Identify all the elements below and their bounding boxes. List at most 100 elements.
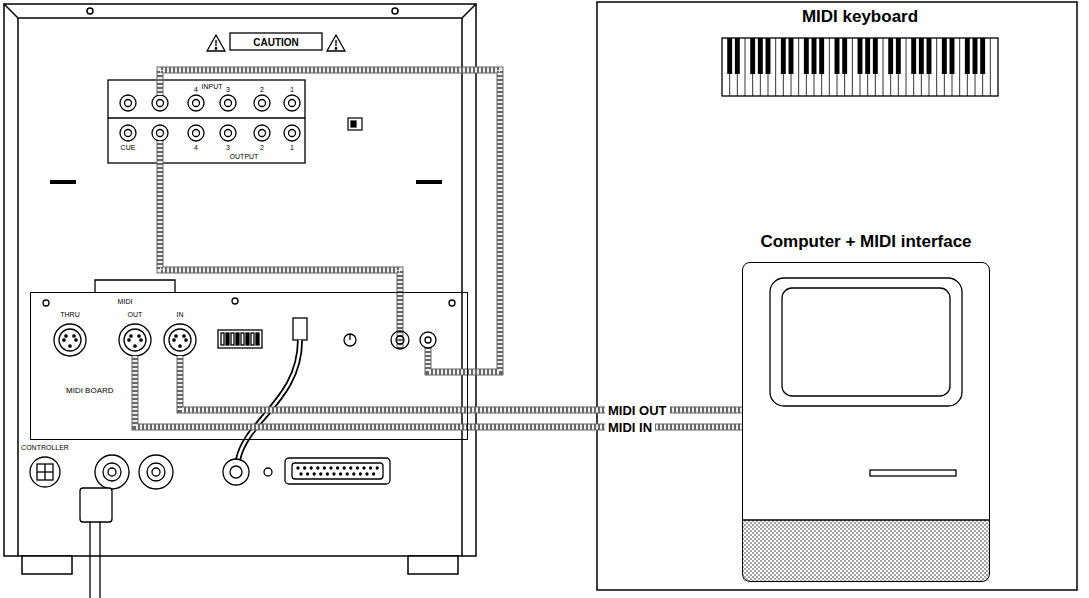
computer-box: Computer + MIDI interface	[742, 262, 990, 582]
drawing-stroke	[461, 18, 463, 556]
drawing-stroke	[220, 95, 236, 111]
drawing-stroke	[160, 70, 500, 372]
drawing-stroke	[22, 556, 72, 574]
drawing-stroke	[30, 457, 60, 487]
drawing-stroke	[108, 468, 116, 476]
drawing-stroke	[37, 464, 53, 480]
drawing-stroke	[330, 467, 332, 469]
drawing-stroke	[896, 38, 901, 74]
power-cord	[80, 488, 112, 598]
drawing-stroke	[310, 467, 312, 469]
drawing-stroke	[188, 125, 204, 141]
drawing-stroke	[323, 467, 325, 469]
drawing-stroke	[89, 522, 90, 598]
port-name: MIDI OUT	[605, 403, 670, 418]
loop-cables	[160, 70, 500, 372]
drawing-stroke	[173, 339, 175, 341]
equipment-frame	[597, 2, 1077, 590]
drawing-stroke	[858, 38, 863, 74]
drawing-stroke	[335, 48, 337, 50]
drawing-stroke	[50, 180, 76, 184]
drawing-stroke	[152, 468, 160, 476]
drawing-stroke	[911, 38, 916, 74]
drawing-stroke	[69, 345, 71, 347]
jack-number: 3	[226, 86, 230, 94]
drawing-stroke	[349, 334, 350, 340]
drawing-stroke	[164, 324, 196, 356]
drawing-stroke	[175, 335, 177, 337]
board-label: MIDI BOARD	[66, 386, 114, 395]
drawing-stroke	[183, 335, 185, 337]
drawing-stroke	[804, 38, 809, 74]
drawing-stroke	[307, 473, 309, 475]
drawing-stroke	[108, 117, 305, 118]
drawing-stroke	[425, 337, 431, 343]
drawing-stroke	[193, 130, 200, 137]
drawing-stroke	[75, 339, 77, 341]
drawing-stroke	[256, 333, 259, 345]
drawing-stroke	[160, 141, 400, 349]
drawing-stroke	[157, 130, 164, 137]
sync-cable	[238, 340, 300, 460]
midi-board-plate: MIDI BOARD	[30, 292, 468, 440]
drawing-stroke	[4, 4, 476, 18]
drawing-stroke	[241, 333, 244, 345]
drawing-stroke	[865, 38, 870, 74]
drawing-stroke	[842, 38, 847, 74]
drawing-stroke	[775, 38, 776, 96]
drawing-stroke	[781, 38, 786, 74]
keyboard-drawing	[722, 38, 998, 96]
drawing-stroke	[304, 467, 306, 469]
drawing-stroke	[139, 455, 173, 489]
panel-label: INPUT	[202, 83, 223, 91]
drawing-stroke	[180, 356, 469, 410]
drawing-stroke	[246, 333, 249, 345]
midi-din-jacks	[54, 324, 196, 356]
drawing-stroke	[343, 467, 345, 469]
drawing-stroke	[936, 38, 937, 96]
drawing-stroke	[396, 336, 404, 344]
drawing-stroke	[906, 38, 907, 96]
drawing-stroke	[317, 467, 319, 469]
drawing-stroke	[17, 18, 19, 556]
drawing-stroke	[124, 329, 146, 351]
caution-text: CAUTION	[253, 37, 299, 48]
drawing-stroke	[230, 33, 322, 50]
port-name: MIDI IN	[605, 420, 655, 435]
drawing-stroke	[44, 464, 45, 480]
drawing-stroke	[852, 38, 853, 96]
drawing-stroke	[973, 38, 978, 74]
jack-number: 1	[290, 86, 294, 94]
drawing-stroke	[927, 38, 932, 74]
drawing-stroke	[348, 118, 362, 130]
drawing-stroke	[292, 463, 383, 479]
jack-number: 2	[260, 144, 264, 152]
drawing-stroke	[965, 38, 970, 74]
port-label: OUT	[128, 311, 143, 319]
drawing-stroke	[366, 473, 368, 475]
drawing-stroke	[370, 467, 372, 469]
drawing-stroke	[179, 345, 181, 347]
equipment-heading: MIDI keyboard	[802, 7, 918, 27]
drawing-stroke	[408, 556, 458, 574]
drawing-stroke	[782, 288, 950, 396]
drawing-stroke	[238, 340, 300, 460]
drawing-stroke	[225, 100, 232, 107]
drawing-stroke	[392, 8, 398, 14]
jack-number: 4	[194, 144, 198, 152]
drawing-stroke	[990, 38, 991, 96]
panel-label: OUTPUT	[230, 153, 259, 161]
drawing-stroke	[289, 100, 296, 107]
drawing-stroke	[130, 335, 132, 337]
drawing-stroke	[722, 38, 998, 96]
drawing-stroke	[128, 339, 130, 341]
relay-switch	[348, 118, 362, 130]
jack-panel	[108, 80, 305, 163]
drawing-stroke	[138, 335, 140, 337]
drawing-stroke	[59, 329, 81, 351]
drawing-stroke	[80, 488, 112, 522]
drawing-stroke	[416, 180, 442, 184]
